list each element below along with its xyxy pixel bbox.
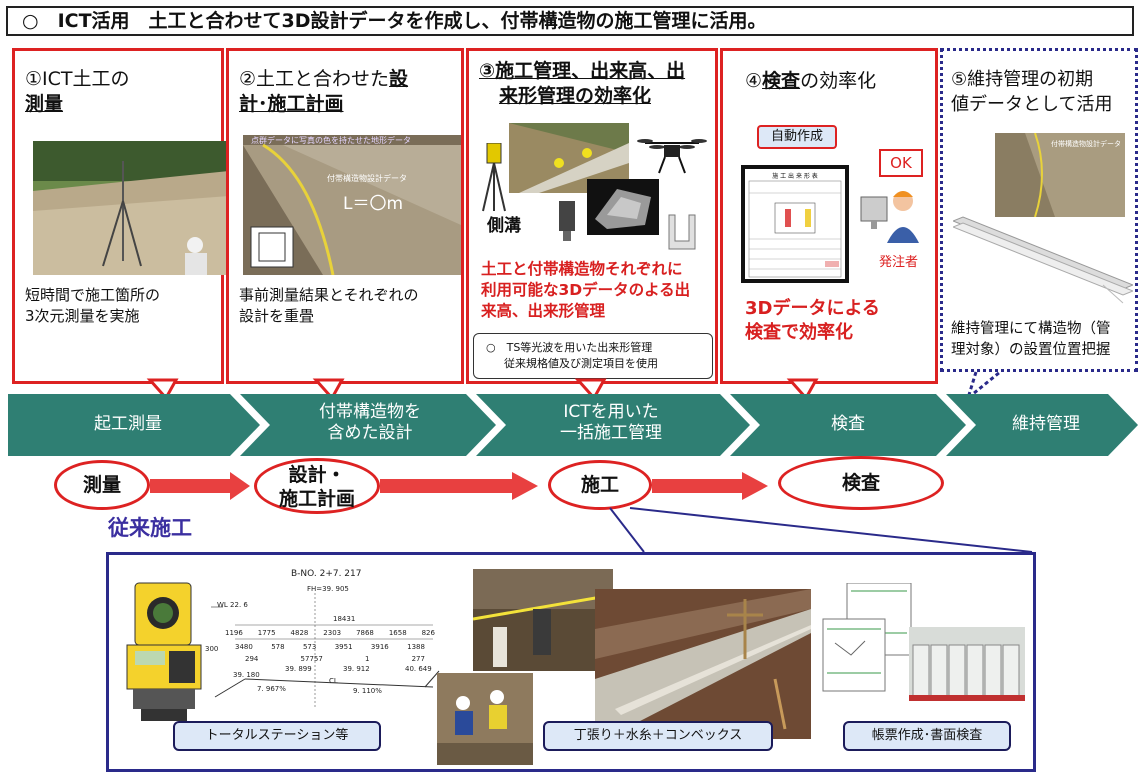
level-4: 40. 649 xyxy=(405,665,432,673)
caption-document-inspection: 帳票作成･書面検査 xyxy=(843,721,1011,751)
panel-construction-title: ③施工管理、出来高、出来形管理の効率化 xyxy=(479,60,686,107)
drawing-fh: FH=39. 905 xyxy=(307,585,349,593)
conventional-methods-box: B-NO. 2+7. 217 FH=39. 905 WL 22. 6 300 1… xyxy=(106,552,1036,772)
terrain-photo-caption: 点群データに写真の色を持たせた地形データ xyxy=(251,136,411,145)
panel-maintenance-text: 維持管理にて構造物（管理対象）の設置位置把握 xyxy=(951,321,1111,358)
panel-design: ②土工と合わせた設計･施工計画 点群データに写真の色を持たせた地形データ 付帯構… xyxy=(226,48,464,384)
dimension-value: 3916 xyxy=(370,643,389,651)
dimension-value: 3951 xyxy=(334,643,353,651)
center-line-label: CL xyxy=(329,677,338,685)
ok-badge: OK xyxy=(879,149,923,177)
conventional-node-survey: 測量 xyxy=(54,460,150,510)
binders-photo xyxy=(909,627,1025,701)
drone-icon xyxy=(637,133,707,183)
maintenance-photo-label: 付帯構造物設計データ xyxy=(1051,140,1121,148)
sokko-label: 側溝 xyxy=(487,216,521,236)
panel-construction-red-text: 土工と付帯構造物それぞれに利用可能な3Dデータのよる出来高、出来形管理 xyxy=(481,260,691,320)
terrain-photo: 点群データに写真の色を持たせた地形データ 付帯構造物設計データ L＝〇m xyxy=(243,135,461,275)
dimension-value: 2303 xyxy=(323,629,342,637)
ts-note-box: ○ TS等光波を用いた出来形管理 従来規格値及び測定項目を使用 xyxy=(473,333,713,379)
client-label: 発注者 xyxy=(879,255,919,270)
drawing-dims-row3: 294 57757 1 277 xyxy=(245,655,425,663)
level-1: 39. 180 xyxy=(233,671,260,679)
drawing-dims-row: 1196 1775 4828 2303 7868 1658 826 xyxy=(225,629,435,637)
step-survey: 起工測量 xyxy=(94,414,162,434)
drawing-wl: WL 22. 6 xyxy=(217,601,248,609)
panel-design-title: ②土工と合わせた設計･施工計画 xyxy=(239,68,409,115)
panel-inspection-title: ④検査の効率化 xyxy=(745,70,877,92)
staking-photo xyxy=(473,569,613,671)
dimension-value: 57757 xyxy=(300,655,323,663)
client-avatar xyxy=(859,183,925,253)
panel-maintenance-title: ⑤維持管理の初期値データとして活用 xyxy=(951,69,1113,115)
slope-2: 9. 110% xyxy=(353,687,382,695)
cross-section-drawing: B-NO. 2+7. 217 FH=39. 905 WL 22. 6 300 1… xyxy=(205,567,441,717)
level-3: 39. 912 xyxy=(343,665,370,673)
step-design: 付帯構造物を含めた設計 xyxy=(319,402,421,443)
panel-maintenance: ⑤維持管理の初期値データとして活用 付帯構造物設計データ 維持管理にて構造物（管… xyxy=(940,48,1138,372)
conventional-node-inspection: 検査 xyxy=(778,456,944,510)
step-construction: ICTを用いた一括施工管理 xyxy=(560,402,662,443)
dimension-value: 7868 xyxy=(356,629,374,637)
conventional-label: 従来施工 xyxy=(108,516,192,540)
conventional-flow-arrows xyxy=(150,472,768,500)
drawing-station: B-NO. 2+7. 217 xyxy=(291,569,362,579)
laser-scanner-icon xyxy=(555,201,579,245)
dimension-value: 3480 xyxy=(235,643,253,651)
scan-mesh-image xyxy=(587,179,659,239)
dimension-value: 1775 xyxy=(257,629,276,637)
dimension-value: 1 xyxy=(364,655,370,663)
total-station-device xyxy=(123,579,205,733)
ts-note-line1: ○ TS等光波を用いた出来形管理 xyxy=(486,341,653,354)
construction-photo xyxy=(509,123,629,193)
panel-design-text: 事前測量結果とそれぞれの設計を重畳 xyxy=(239,286,419,325)
caption-total-station: トータルステーション等 xyxy=(173,721,381,751)
ts-note-line2: 従来規格値及び測定項目を使用 xyxy=(504,357,658,370)
gutter-model-image xyxy=(951,215,1135,309)
drawing-dims-row2: 3480 578 573 3951 3916 1388 xyxy=(235,643,425,651)
drawing-dim-total: 18431 xyxy=(333,615,356,623)
dimension-value: 294 xyxy=(245,655,259,663)
workers-photo xyxy=(437,673,533,765)
dimension-value: 1658 xyxy=(388,629,407,637)
terrain-photo-label: 付帯構造物設計データ xyxy=(327,174,407,183)
auto-create-badge: 自動作成 xyxy=(757,125,837,149)
drawing-side-num: 300 xyxy=(205,645,219,653)
panel-pointers xyxy=(146,370,1001,403)
callout-lines xyxy=(609,507,1033,553)
conventional-node-design: 設計・施工計画 xyxy=(254,458,380,514)
dimension-value: 1388 xyxy=(407,643,425,651)
level-2: 39. 899 xyxy=(285,665,312,673)
dimension-value: 578 xyxy=(271,643,285,651)
total-station-icon xyxy=(479,142,509,217)
dimension-value: 277 xyxy=(411,655,425,663)
survey-photo xyxy=(33,141,229,275)
sheet-title: 施 工 出 来 形 表 xyxy=(772,173,818,180)
caption-staking: 丁張り＋水糸＋コンベックス xyxy=(543,721,773,751)
document-forms xyxy=(821,582,917,697)
inspection-sheet: 施 工 出 来 形 表 xyxy=(741,165,849,283)
header-title: ○ ICT活用 土工と合わせて3D設計データを作成し、付帯構造物の施工管理に活用… xyxy=(6,6,1134,36)
panel-survey-title: ①ICT土工の測量 xyxy=(25,68,130,115)
panel-construction: ③施工管理、出来高、出来形管理の効率化 xyxy=(466,48,718,384)
dimension-value: 573 xyxy=(302,643,317,651)
dimension-value: 826 xyxy=(421,629,435,637)
step-inspection: 検査 xyxy=(831,414,865,434)
step-maintenance: 維持管理 xyxy=(1012,414,1080,434)
gutter-stakes-photo xyxy=(595,589,811,739)
panel-inspection-red-text: 3Dデータによる検査で効率化 xyxy=(745,298,880,343)
maintenance-photo: 付帯構造物設計データ xyxy=(995,133,1125,217)
length-formula: L＝〇m xyxy=(343,194,404,214)
slope-1: 7. 967% xyxy=(257,685,286,693)
gutter-block-icon xyxy=(665,211,699,257)
dimension-value: 1196 xyxy=(225,629,243,637)
conventional-node-construction: 施工 xyxy=(548,460,652,510)
process-steps: 起工測量 付帯構造物を含めた設計 ICTを用いた一括施工管理 検査 維持管理 xyxy=(8,394,1138,456)
panel-inspection: ④検査の効率化 自動作成 OK 施 工 出 来 形 表 xyxy=(720,48,938,384)
dimension-value: 4828 xyxy=(290,629,309,637)
